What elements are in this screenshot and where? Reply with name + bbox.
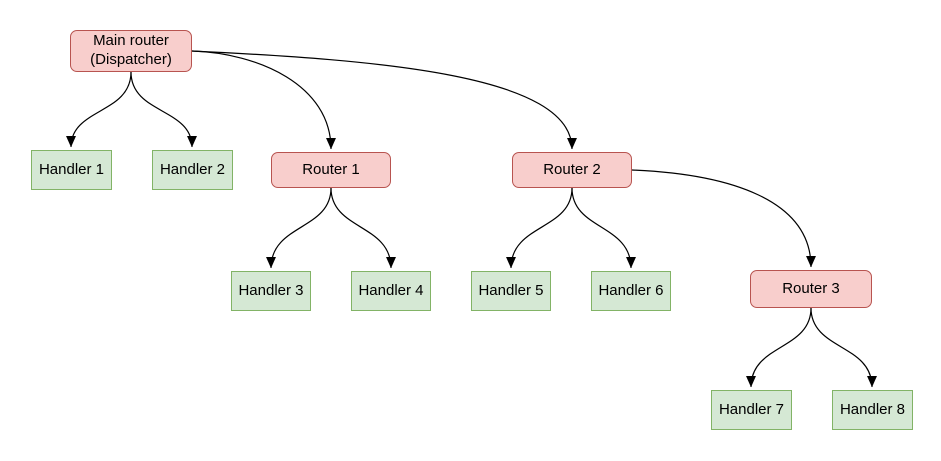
node-main-router: Main router (Dispatcher) xyxy=(70,30,192,72)
node-router-1: Router 1 xyxy=(271,152,391,188)
node-handler-2: Handler 2 xyxy=(152,150,233,190)
node-handler-8: Handler 8 xyxy=(832,390,913,430)
edge-router3-to-handler8 xyxy=(810,307,878,388)
edge-main-to-handler2 xyxy=(130,71,198,148)
node-handler-4: Handler 4 xyxy=(351,271,431,311)
edge-router2-to-handler6 xyxy=(571,187,637,269)
node-handler-1: Handler 1 xyxy=(31,150,112,190)
node-handler-5: Handler 5 xyxy=(471,271,551,311)
node-handler-3: Handler 3 xyxy=(231,271,311,311)
edge-router2-to-router3 xyxy=(631,169,817,268)
edge-main-to-handler1 xyxy=(65,71,132,148)
edge-router1-to-handler3 xyxy=(265,187,332,269)
node-router-2: Router 2 xyxy=(512,152,632,188)
edge-main-to-router1 xyxy=(191,50,337,150)
edge-router2-to-handler5 xyxy=(505,187,573,269)
edge-router1-to-handler4 xyxy=(330,187,397,269)
node-handler-7: Handler 7 xyxy=(711,390,792,430)
node-handler-6: Handler 6 xyxy=(591,271,671,311)
edge-router3-to-handler7 xyxy=(745,307,812,388)
node-router-3: Router 3 xyxy=(750,270,872,308)
edge-main-to-router2 xyxy=(191,50,578,150)
